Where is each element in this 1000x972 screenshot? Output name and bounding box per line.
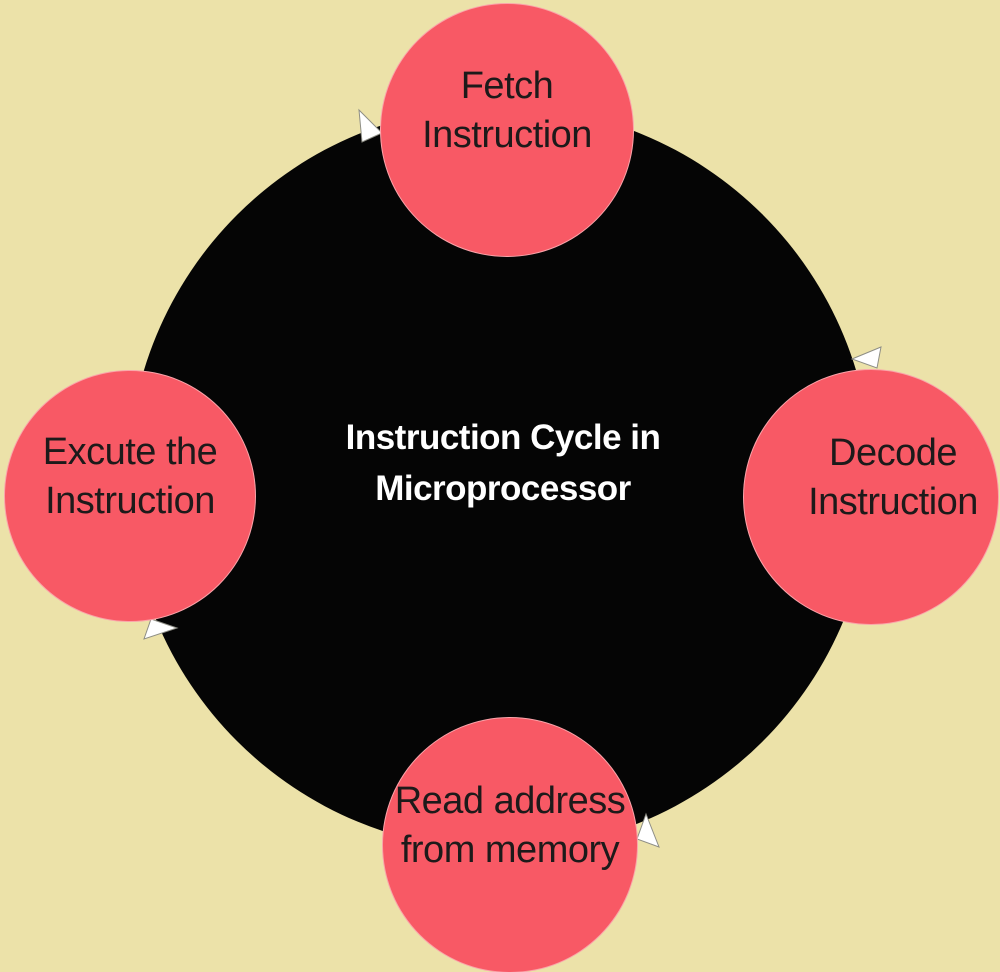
node-label-line: Excute the [42, 430, 218, 473]
node-label-line: Decode [829, 431, 957, 474]
cycle-arrowhead-lower-left-icon [143, 618, 179, 640]
node-label-line: Instruction [422, 114, 592, 156]
node-read-address-label: Read address from memory [395, 777, 626, 876]
node-execute-instruction-label: Excute the Instruction [43, 428, 218, 527]
diagram-title: Instruction Cycle in Microprocessor [250, 412, 756, 514]
cycle-arrowhead-upper-right-icon [850, 346, 882, 369]
cycle-arrowhead-upper-left-icon [358, 108, 383, 143]
node-label-line: from memory [400, 829, 620, 871]
node-label-line: Instruction [808, 481, 978, 523]
diagram-title-line-1: Instruction Cycle in [345, 418, 661, 457]
node-label-line: Instruction [45, 480, 215, 522]
cycle-arrowhead-lower-right-icon [636, 812, 660, 848]
node-label-line: Read address [394, 779, 626, 822]
node-label-line: Fetch [460, 64, 554, 107]
node-decode-instruction-label: Decode Instruction [808, 429, 978, 528]
node-decode-instruction: Decode Instruction [743, 369, 999, 625]
node-execute-instruction: Excute the Instruction [4, 370, 256, 622]
node-fetch-instruction: Fetch Instruction [380, 3, 634, 257]
node-fetch-instruction-label: Fetch Instruction [422, 62, 592, 161]
diagram-title-line-2: Microprocessor [375, 469, 631, 509]
node-read-address: Read address from memory [382, 717, 638, 972]
